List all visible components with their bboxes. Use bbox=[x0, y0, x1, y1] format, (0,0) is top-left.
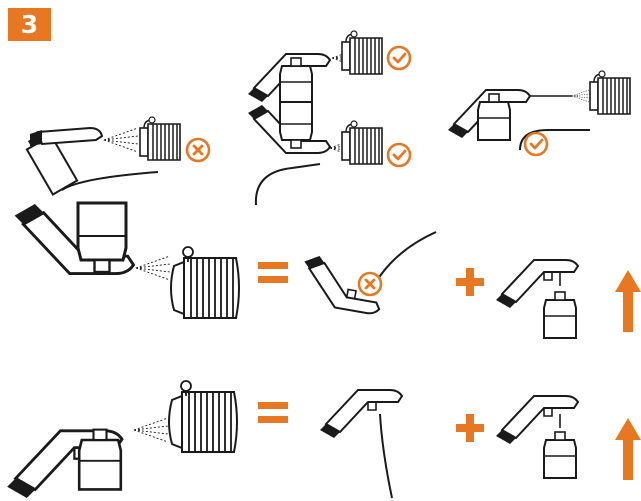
row-spray-gun-angle bbox=[13, 201, 641, 339]
gun-no-hose-illustration bbox=[296, 231, 437, 317]
gun-hose-down-illustration bbox=[319, 389, 403, 499]
plus-icon bbox=[456, 268, 484, 296]
check-circle-icon bbox=[386, 142, 412, 168]
check-circle-icon bbox=[386, 45, 412, 71]
step-number: 3 bbox=[20, 10, 39, 39]
gun-tilted-down-illustration bbox=[13, 201, 240, 319]
spray-can-far-illustration bbox=[25, 116, 211, 196]
x-circle-icon bbox=[185, 137, 211, 163]
equals-icon bbox=[258, 402, 288, 423]
row-spray-distance bbox=[25, 30, 631, 206]
gun-tilted-up-illustration bbox=[5, 380, 238, 500]
gun-can-down-illustration bbox=[495, 395, 579, 479]
spray-gun-below-illustration bbox=[247, 101, 412, 206]
spray-gun-side-illustration bbox=[247, 30, 412, 105]
step-badge: 3 bbox=[8, 8, 51, 41]
arrow-up-icon bbox=[615, 270, 641, 332]
equals-icon bbox=[258, 262, 288, 283]
spray-gun-extension-illustration bbox=[447, 70, 631, 157]
row-spray-gun-hose bbox=[5, 380, 641, 500]
check-circle-icon bbox=[523, 131, 549, 157]
plus-icon bbox=[456, 414, 484, 442]
x-circle-icon bbox=[357, 271, 383, 297]
arrow-up-icon bbox=[615, 418, 641, 480]
gun-can-up-illustration bbox=[495, 259, 579, 339]
